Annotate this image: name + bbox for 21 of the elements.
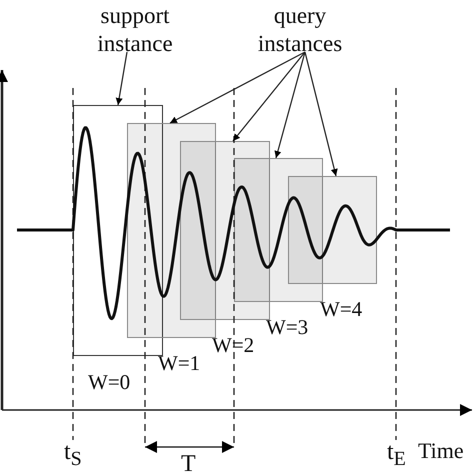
dimension-label: T	[181, 452, 196, 474]
annotation-text: query instances	[255, 2, 345, 58]
window-box	[127, 123, 216, 338]
window-box	[234, 158, 323, 302]
leader-arrow	[274, 52, 306, 158]
leader-arrow	[116, 52, 128, 106]
window-label: W=4	[320, 299, 362, 320]
leader-arrow	[232, 52, 306, 142]
window-label: W=0	[88, 372, 130, 393]
window-box	[73, 105, 163, 356]
window-label: W=1	[158, 353, 200, 374]
axis-title: Time	[418, 440, 464, 462]
leader-arrow	[170, 51, 306, 124]
axis-tick-label: t$_{E}$	[387, 440, 406, 469]
axis-tick-label: t$_{S}$	[64, 440, 82, 469]
window-box	[180, 141, 270, 320]
window-label: W=2	[212, 335, 254, 356]
window-box	[288, 176, 377, 284]
leader-arrow	[304, 52, 338, 176]
annotation-text: support instance	[90, 2, 180, 58]
window-label: W=3	[266, 317, 308, 338]
